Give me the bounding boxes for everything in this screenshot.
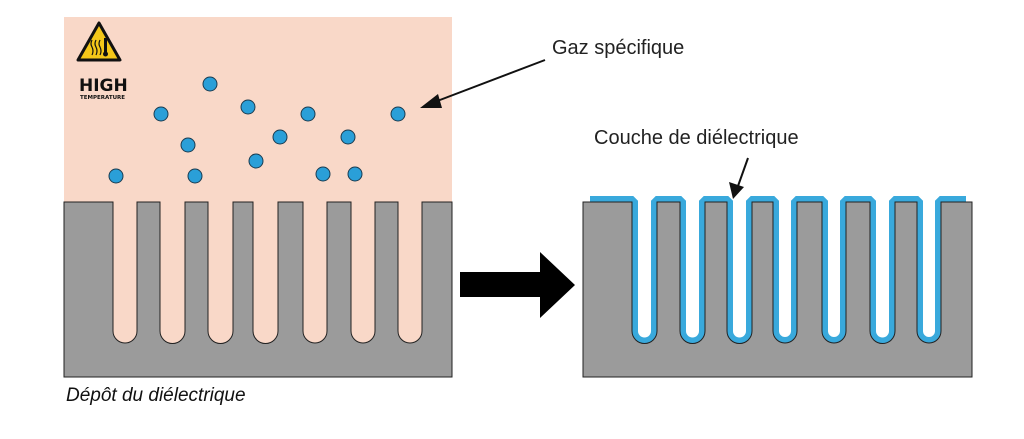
high-temperature-warning-icon: HIGH TEMPERATURE <box>76 21 128 101</box>
dielectric-layer <box>590 196 966 344</box>
gas-molecule <box>187 168 203 184</box>
gas-molecule <box>248 153 264 169</box>
gas-molecule <box>240 99 256 115</box>
gas-molecule <box>390 106 406 122</box>
right-panel <box>582 196 973 378</box>
gas-molecule <box>347 166 363 182</box>
warning-subtitle: TEMPERATURE <box>80 95 125 101</box>
warning-title: HIGH <box>79 76 128 96</box>
layer-pointer-arrow <box>729 157 749 199</box>
substrate-with-trenches <box>63 201 453 378</box>
gas-molecule <box>300 106 316 122</box>
dielectric-layer-label: Couche de diélectrique <box>594 127 799 149</box>
gas-molecule <box>272 129 288 145</box>
gas-molecule <box>108 168 124 184</box>
gas-label: Gaz spécifique <box>552 37 685 59</box>
substrate-with-trenches-coated <box>582 201 973 378</box>
left-panel: HIGH TEMPERATURE <box>63 17 453 378</box>
gas-molecule <box>340 129 356 145</box>
gas-molecule <box>153 106 169 122</box>
caption: Dépôt du diélectrique <box>66 385 246 406</box>
gas-pointer-arrow <box>420 59 546 108</box>
gas-molecule <box>202 76 218 92</box>
process-arrow-icon <box>460 252 575 318</box>
gas-molecule <box>315 166 331 182</box>
gas-molecule <box>180 137 196 153</box>
